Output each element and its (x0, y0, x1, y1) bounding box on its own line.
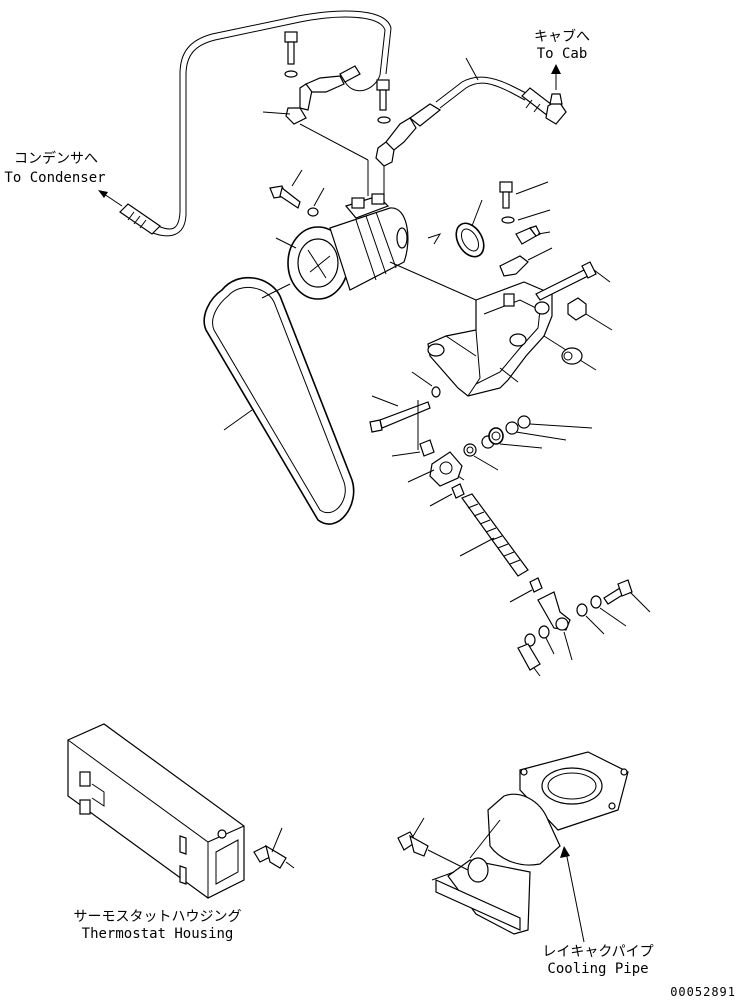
cab-hose (435, 76, 567, 125)
cooling-pipe (431, 751, 629, 935)
temperature-sensor (253, 844, 295, 869)
small-washer-b (524, 633, 536, 647)
cooling-label-en: Cooling Pipe (547, 961, 649, 977)
cooling-pipe-arrow (560, 846, 585, 943)
top-bolt-left (284, 31, 298, 78)
thermostat-housing (67, 723, 245, 899)
banjo-washer-2 (590, 595, 602, 609)
o-ring (455, 222, 485, 258)
compressor (287, 193, 409, 300)
condenser-hose-fitting (119, 203, 161, 235)
washer-4 (517, 415, 531, 429)
banjo-bolt (603, 579, 633, 605)
cab-label-en: To Cab (536, 46, 588, 62)
v-belt (203, 276, 355, 525)
elbow-fitting-left (285, 65, 361, 125)
banjo-washer-1 (576, 603, 588, 617)
banjo-fitting (537, 591, 571, 631)
mounting-bracket (427, 281, 553, 397)
cab-label-jp: キャブへ (534, 29, 590, 45)
condenser-label-en: To Condenser (4, 170, 106, 186)
small-washer-a (538, 625, 550, 639)
cooling-pipe-sensor (397, 831, 429, 857)
spacer (561, 347, 583, 365)
heater-hose (461, 493, 529, 577)
drawing-number: 00052891 (670, 985, 736, 999)
condenser-arrow (98, 190, 123, 207)
hose-end-nipple (529, 577, 543, 593)
clip (499, 255, 529, 277)
washer-1 (463, 443, 477, 457)
valve-body (429, 451, 463, 487)
bracket-top-bolt (499, 181, 515, 224)
cab-arrow (551, 64, 561, 90)
thermostat-label-jp: サーモスタットハウジング (73, 909, 242, 925)
condenser-label-jp: コンデンサへ (14, 151, 98, 167)
elbow-fitting-right (375, 103, 442, 167)
compressor-bolt (269, 185, 319, 217)
connector (515, 225, 541, 245)
cooling-label-jp: レイキャクパイプ (542, 944, 654, 960)
nut-ring (488, 427, 504, 445)
condenser-hose (149, 10, 392, 237)
fitting-small (451, 483, 465, 499)
bracket-long-bolt (369, 386, 441, 433)
small-elbow (517, 643, 541, 671)
top-bolt-right (376, 79, 391, 124)
nut (567, 297, 587, 321)
thermostat-label-en: Thermostat Housing (81, 926, 234, 942)
washer-3 (505, 421, 519, 435)
bracket-side-bolt (535, 261, 597, 301)
hose-nipple (419, 439, 435, 457)
